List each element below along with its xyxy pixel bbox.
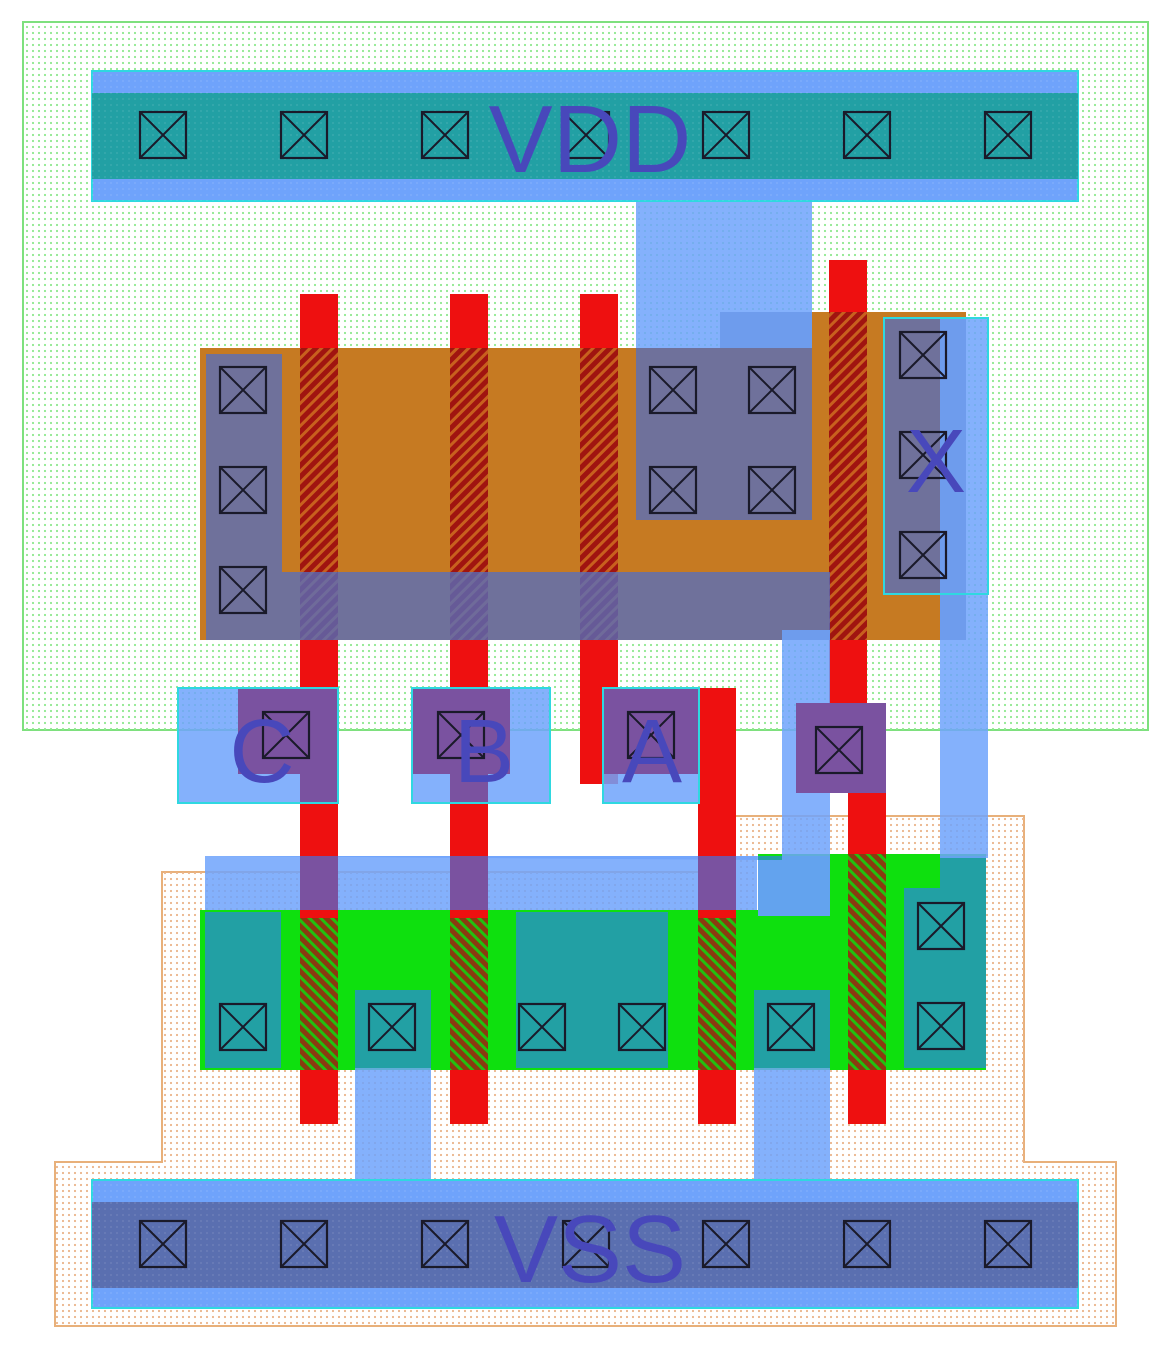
pin-b-outline (411, 687, 551, 804)
pin-a-outline (602, 687, 700, 804)
b-label: B (454, 702, 514, 802)
p-transistor-channels (300, 312, 867, 640)
poly-contacts (238, 688, 886, 910)
pin-x-outline (883, 317, 989, 595)
c-label: C (230, 702, 295, 802)
pin-labels: VDD VSS C B A X (230, 86, 967, 1303)
pin-c-outline (177, 687, 339, 804)
x-label: X (906, 412, 966, 512)
vss-label: VSS (494, 1196, 686, 1303)
vdd-label: VDD (489, 86, 692, 193)
pin-outlines (177, 317, 989, 804)
a-label: A (622, 702, 682, 802)
n-transistor-channels (300, 854, 886, 1070)
